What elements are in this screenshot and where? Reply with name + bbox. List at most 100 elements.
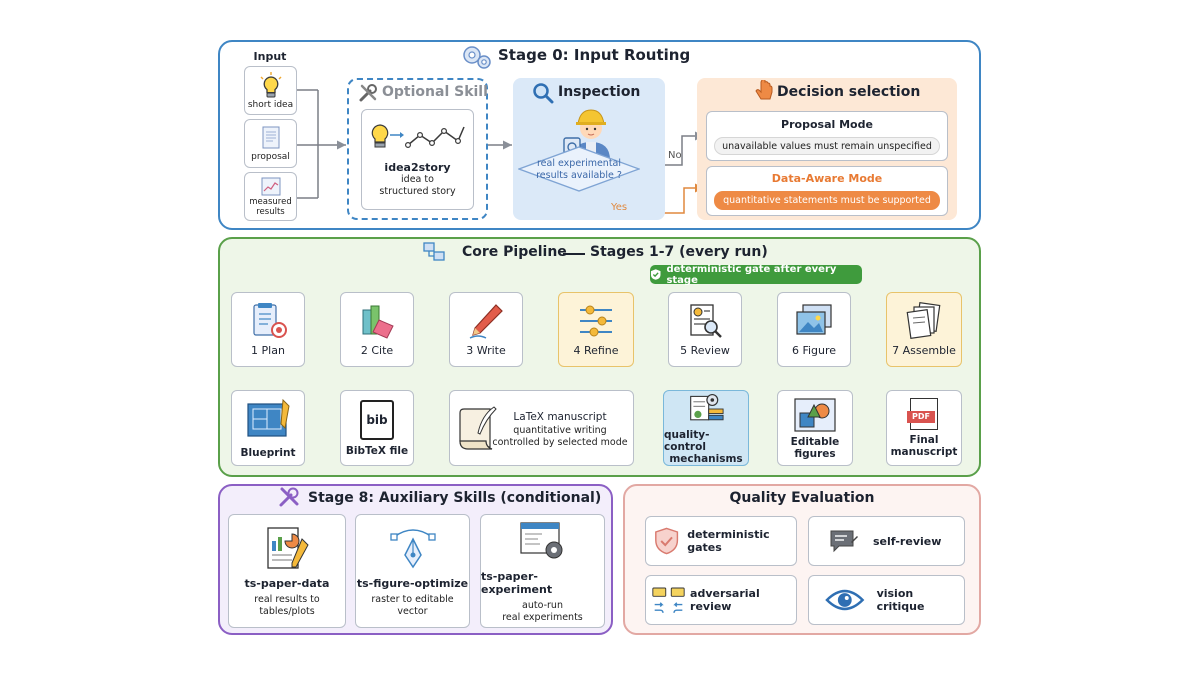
quality-deterministic-gates-label: deterministic gates: [687, 528, 770, 554]
browser-gear-icon: [519, 522, 562, 559]
stage-review-label: 5 Review: [680, 344, 730, 357]
latex-line-1: LaTeX manuscript: [513, 411, 607, 423]
qc-gear-doc-icon: [690, 394, 724, 421]
skill-ts-figure-optimize[interactable]: ts-figure-optimize raster to editable ve…: [355, 514, 470, 628]
data-aware-mode-rule: quantitative statements must be supporte…: [714, 191, 940, 210]
pipeline-icon: [422, 240, 446, 268]
pen-icon: [469, 304, 503, 339]
yes-label: Yes: [611, 202, 628, 213]
proposal-mode-title: Proposal Mode: [781, 118, 873, 131]
output-final-manuscript[interactable]: PDF Final manuscript: [886, 390, 962, 466]
shield-icon: [655, 527, 679, 555]
quality-adversarial-review-label: adversarial review: [690, 587, 760, 613]
skill-ts-paper-experiment-desc-2: real experiments: [502, 612, 583, 623]
input-measured-results[interactable]: measured results: [244, 172, 297, 221]
figures-line-2: figures: [794, 447, 836, 460]
stage8-tools-icon: [278, 486, 300, 512]
no-label: No: [668, 150, 682, 161]
stage-plan[interactable]: 1 Plan: [231, 292, 305, 367]
blueprint-label: Blueprint: [240, 446, 296, 459]
latex-line-2: quantitative writing: [513, 425, 607, 436]
report-chart-icon: [267, 526, 309, 569]
input-short-idea[interactable]: short idea: [244, 66, 297, 115]
inspection-question-2: results available ?: [536, 170, 622, 181]
gears-icon: [461, 44, 493, 74]
idea2story-desc-1: idea to: [401, 174, 434, 185]
eye-icon: [825, 589, 865, 611]
pointer-hand-icon: [754, 77, 774, 106]
stage-write-label: 3 Write: [466, 344, 506, 357]
inspection-question-1: real experimental: [536, 158, 622, 169]
skill-ts-figure-optimize-desc-1: raster to editable: [371, 593, 454, 605]
lightbulb-icon: [260, 71, 281, 97]
shapes-icon: [794, 397, 836, 432]
optional-skill-title: Optional Skill: [382, 84, 488, 100]
input-proposal[interactable]: proposal: [244, 119, 297, 168]
stage-refine-label: 4 Refine: [573, 344, 619, 357]
skill-ts-figure-optimize-desc-2: vector: [397, 605, 428, 617]
scroll-quill-icon: [459, 406, 497, 450]
proposal-mode-rule: unavailable values must remain unspecifi…: [714, 137, 940, 155]
output-blueprint[interactable]: Blueprint: [231, 390, 305, 466]
proposal-mode-card[interactable]: Proposal Mode unavailable values must re…: [706, 111, 948, 161]
skill-ts-paper-experiment[interactable]: ts-paper-experiment auto-run real experi…: [480, 514, 605, 628]
decision-title: Decision selection: [777, 84, 921, 100]
idea2story-name: idea2story: [384, 161, 451, 174]
stage-write[interactable]: 3 Write: [449, 292, 523, 367]
sliders-icon: [580, 305, 612, 337]
quality-adversarial-review[interactable]: adversarial review: [645, 575, 797, 625]
idea2story-desc-2: structured story: [379, 186, 456, 197]
final-line-1: Final: [909, 434, 939, 446]
skill-ts-paper-experiment-desc-1: auto-run: [522, 600, 563, 611]
review-pen-icon: [830, 530, 858, 553]
input-measured-results-label: measured results: [249, 196, 292, 217]
gate-pill: deterministic gate after every stage: [650, 264, 862, 286]
quality-title: Quality Evaluation: [729, 490, 875, 506]
tools-icon: [358, 83, 378, 107]
final-line-2: manuscript: [890, 446, 958, 458]
idea-to-story-icon: [371, 124, 465, 149]
quality-self-review[interactable]: self-review: [808, 516, 965, 566]
plan-board-icon: [253, 303, 287, 338]
blueprint-icon: [247, 398, 290, 437]
core-subtitle: Stages 1-7 (every run): [590, 244, 768, 260]
skill-ts-paper-data-desc-1: real results to: [254, 593, 320, 605]
shield-check-icon: [650, 269, 661, 280]
quality-self-review-label: self-review: [873, 534, 942, 548]
quality-vision-critique[interactable]: vision critique: [808, 575, 965, 625]
data-aware-mode-card[interactable]: Data-Aware Mode quantitative statements …: [706, 166, 948, 216]
skill-ts-paper-experiment-name: ts-paper-experiment: [481, 570, 553, 596]
quality-deterministic-gates[interactable]: deterministic gates: [645, 516, 797, 566]
stage-figure-label: 6 Figure: [791, 344, 837, 357]
qc-line-2: mechanisms: [669, 453, 743, 465]
output-editable-figures[interactable]: Editable figures: [777, 390, 853, 466]
skill-ts-paper-data[interactable]: ts-paper-data real results to tables/plo…: [228, 514, 346, 628]
books-icon: [362, 305, 394, 339]
stage-cite[interactable]: 2 Cite: [340, 292, 414, 367]
document-icon: [262, 126, 279, 148]
optional-skill-box: [347, 78, 488, 220]
input-label: Input: [253, 50, 287, 63]
results-chart-icon: [261, 177, 280, 195]
stage-assemble[interactable]: 7 Assemble: [886, 292, 962, 367]
input-short-idea-label: short idea: [247, 99, 294, 110]
magnifier-icon: [532, 82, 554, 108]
stage-review[interactable]: 5 Review: [668, 292, 742, 367]
stage-refine[interactable]: 4 Refine: [558, 292, 634, 367]
core-title: Core Pipeline: [462, 244, 567, 260]
vector-pen-icon: [389, 528, 436, 568]
output-latex-manuscript[interactable]: LaTeX manuscript quantitative writing co…: [449, 390, 634, 466]
review-doc-icon: [690, 304, 722, 338]
stage-plan-label: 1 Plan: [251, 344, 285, 357]
idea2story-card[interactable]: idea2story idea to structured story: [361, 109, 474, 210]
stacked-pages-icon: [906, 302, 941, 339]
stage-assemble-label: 7 Assemble: [892, 344, 956, 357]
output-quality-control[interactable]: quality-control mechanisms: [663, 390, 749, 466]
skill-ts-paper-data-name: ts-paper-data: [244, 576, 330, 590]
bib-file-icon-text: bib: [366, 412, 388, 427]
latex-line-3: controlled by selected mode: [492, 437, 628, 448]
stage-cite-label: 2 Cite: [360, 344, 394, 357]
stage0-title: Stage 0: Input Routing: [498, 46, 691, 64]
stage-figure[interactable]: 6 Figure: [777, 292, 851, 367]
output-bibtex[interactable]: bib BibTeX file: [340, 390, 414, 466]
